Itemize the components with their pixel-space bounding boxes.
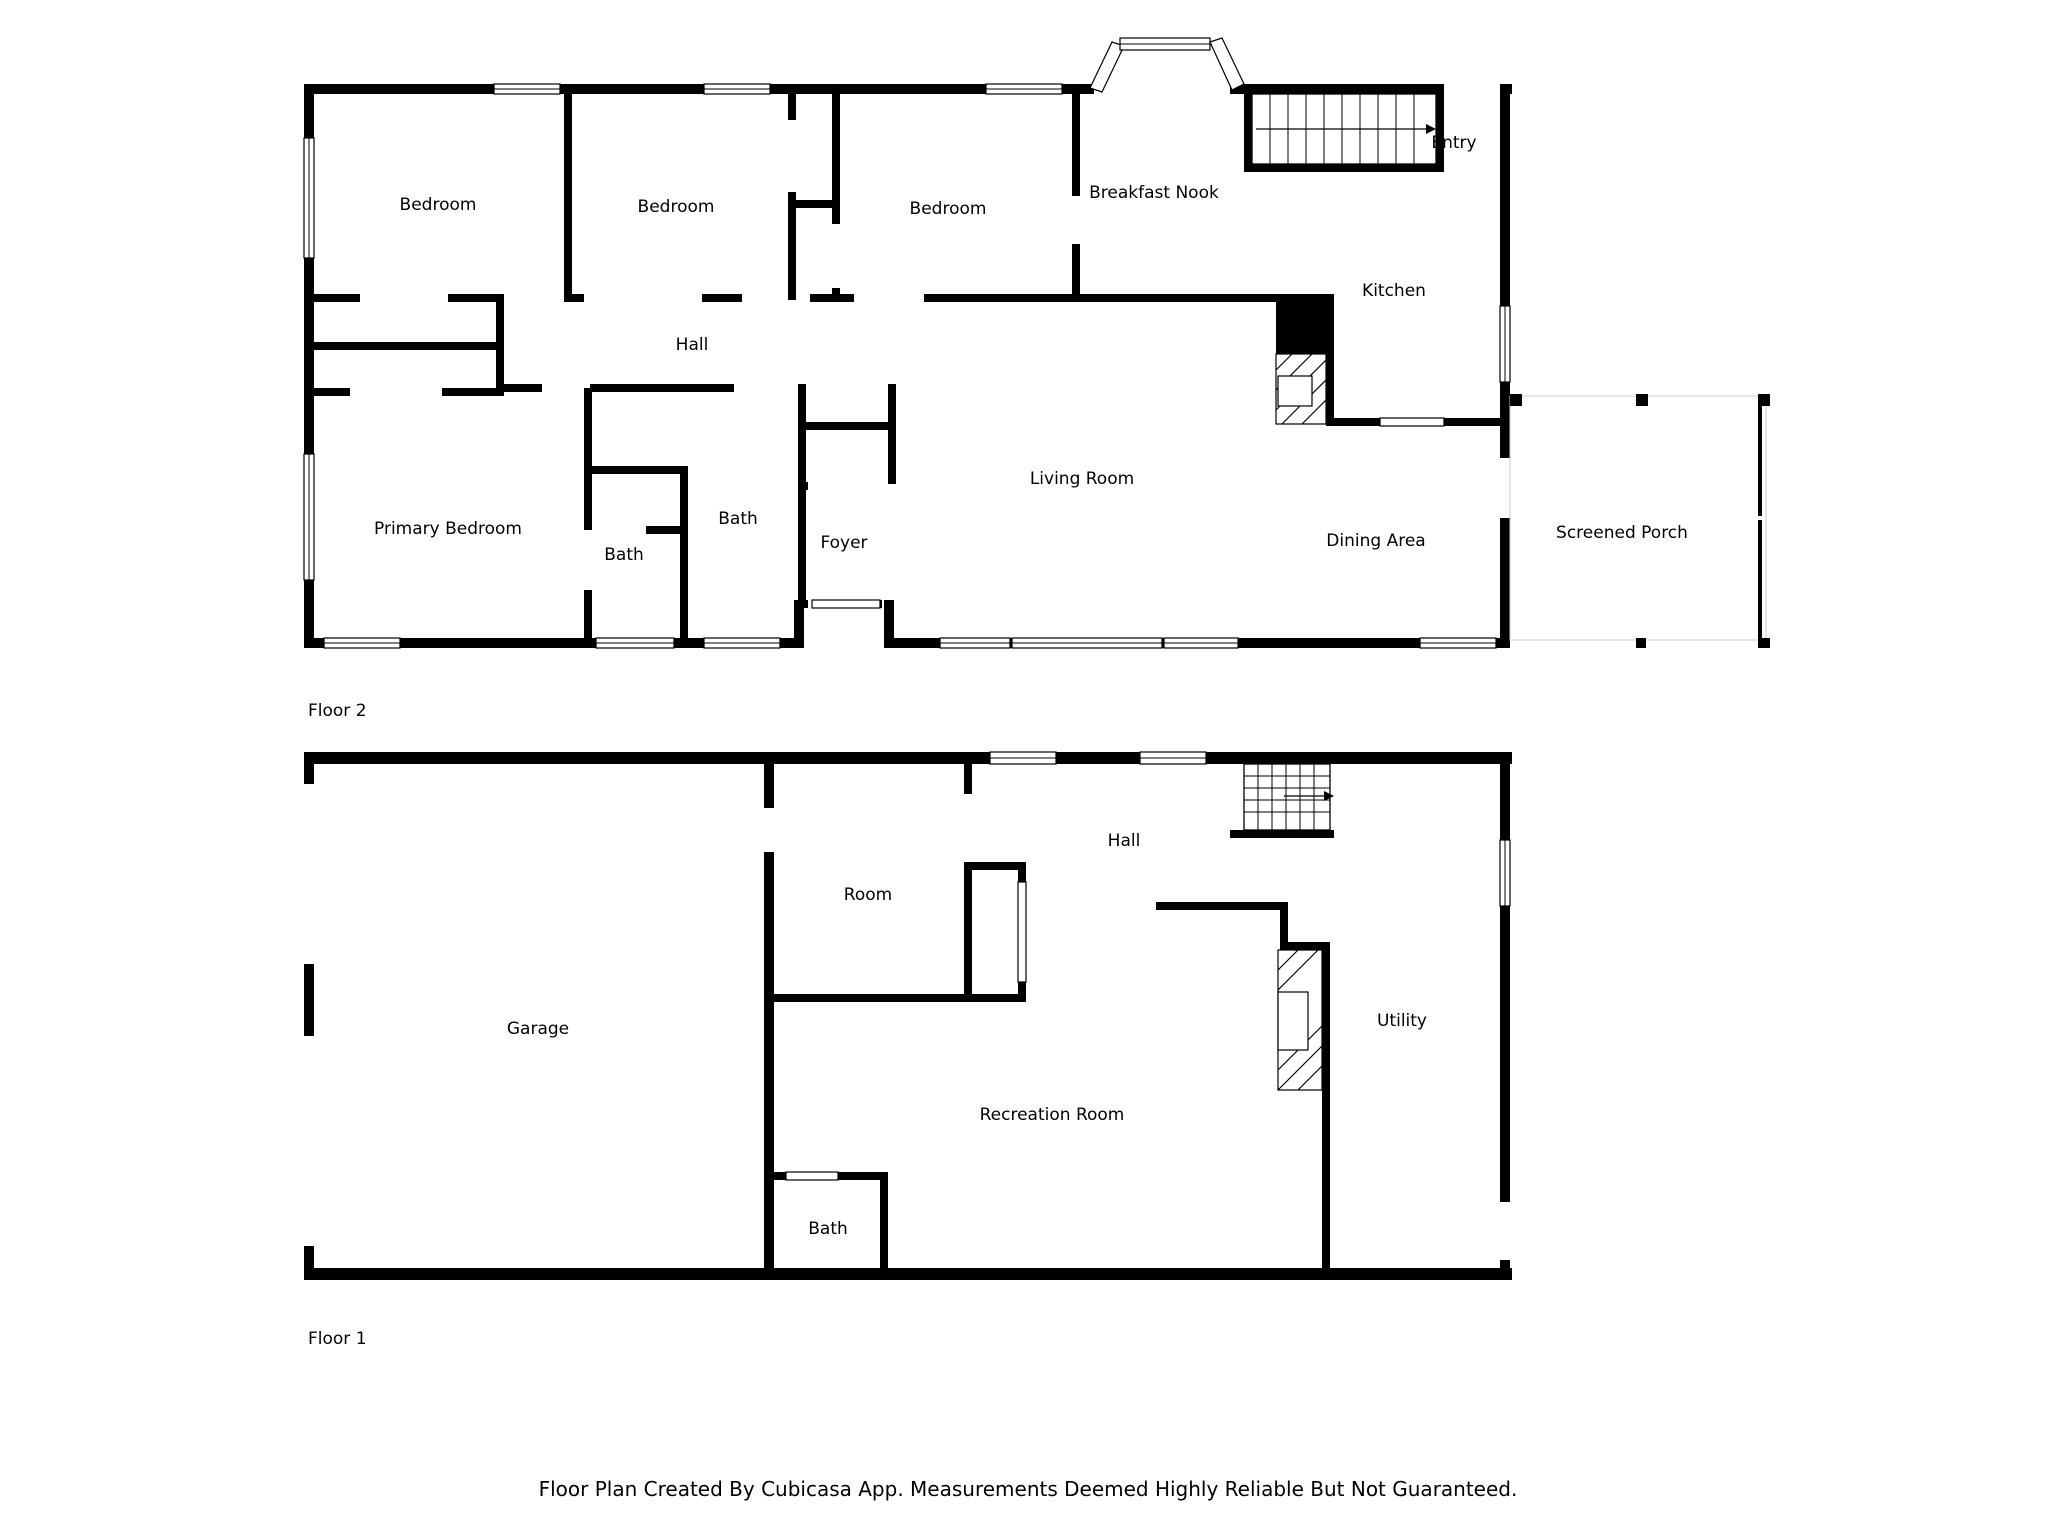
room-label-bedroom-3: Bedroom <box>910 199 987 219</box>
room-label-bath-floor-1: Bath <box>808 1219 848 1239</box>
stairs-floor-1 <box>1230 763 1334 838</box>
room-label-entry: Entry <box>1431 133 1476 153</box>
room-label-utility: Utility <box>1377 1011 1427 1031</box>
room-label-bath-1: Bath <box>604 545 644 565</box>
fireplace-hearth-floor-1 <box>1277 949 1323 1091</box>
room-label-primary-bedroom: Primary Bedroom <box>374 519 522 539</box>
room-label-dining-area: Dining Area <box>1326 531 1425 551</box>
room-label-screened-porch: Screened Porch <box>1556 523 1688 543</box>
room-label-hall-floor-1: Hall <box>1108 831 1141 851</box>
bay-window <box>1089 37 1245 93</box>
room-label-living-room: Living Room <box>1030 469 1134 489</box>
room-label-foyer: Foyer <box>820 533 867 553</box>
stairs-floor-2 <box>1244 84 1444 172</box>
room-label-garage: Garage <box>507 1019 569 1039</box>
room-label-breakfast-nook: Breakfast Nook <box>1089 183 1219 203</box>
room-label-bath-2: Bath <box>718 509 758 529</box>
footer-disclaimer: Floor Plan Created By Cubicasa App. Meas… <box>539 1477 1518 1501</box>
screened-porch-structure <box>1509 394 1770 648</box>
room-label-bedroom-2: Bedroom <box>638 197 715 217</box>
room-label-recreation-room: Recreation Room <box>980 1105 1125 1125</box>
floor-1-plan <box>304 751 1512 1280</box>
room-label-hall: Hall <box>676 335 709 355</box>
floor-2-label: Floor 2 <box>308 701 367 721</box>
room-label-bedroom-1: Bedroom <box>400 195 477 215</box>
room-label-kitchen: Kitchen <box>1362 281 1426 301</box>
fireplace-hearth <box>1275 353 1327 425</box>
floor-2-plan <box>303 37 1770 649</box>
room-label-room: Room <box>844 885 892 905</box>
floor-1-label: Floor 1 <box>308 1329 367 1349</box>
